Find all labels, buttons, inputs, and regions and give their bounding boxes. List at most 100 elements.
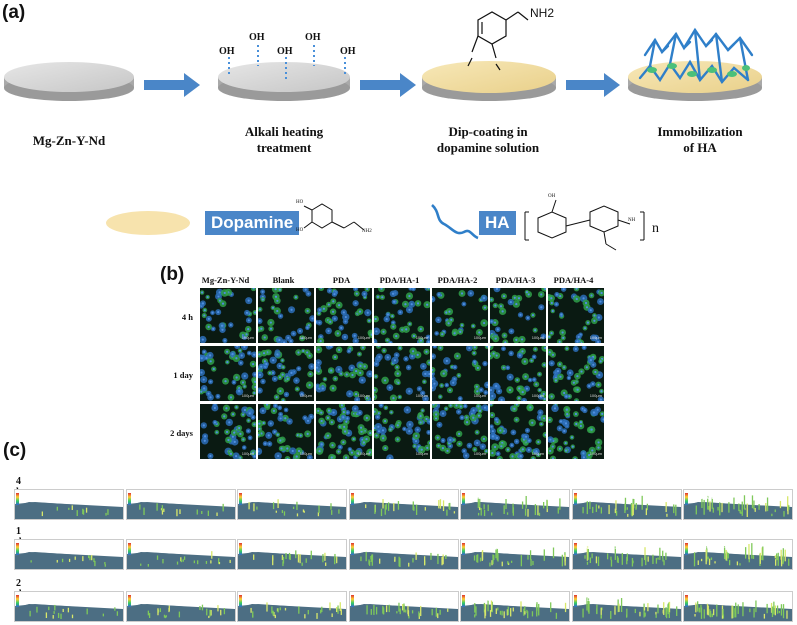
oh-label: OH xyxy=(277,46,293,57)
panel-b-row-header: 2 days xyxy=(170,428,193,438)
color-scale-bar xyxy=(462,595,465,607)
arrow-1 xyxy=(144,73,200,97)
topography-panel: PDA xyxy=(237,539,347,570)
fluorescence-image: 100μm xyxy=(258,404,314,459)
topography-panel: PDA xyxy=(237,591,347,622)
color-scale-bar xyxy=(573,595,577,607)
chem-label: OH xyxy=(548,194,556,199)
scale-bar-label: 100μm xyxy=(531,393,544,398)
fluorescence-image: 100μm xyxy=(316,288,372,343)
topography-panel-label: PDA/HA-2 xyxy=(471,594,506,603)
oh-label: OH xyxy=(219,46,235,57)
ha-legend-structure xyxy=(524,199,645,251)
topography-panel-label: blank xyxy=(136,594,154,603)
scale-bar-label: 100μm xyxy=(241,335,254,340)
panel-b-row-header: 4 h xyxy=(181,312,193,322)
topography-panel-label: PDA/HA-1 xyxy=(359,594,394,603)
color-scale-bar xyxy=(685,595,688,607)
topography-panel-label: PDA/HA-4 xyxy=(694,492,729,501)
scale-bar-label: 100μm xyxy=(299,451,312,456)
topography-panel: PDA/HA-1 xyxy=(348,489,459,520)
panel-b-column-header: PDA/HA-4 xyxy=(553,275,594,285)
oh-label: OH xyxy=(249,32,265,43)
color-scale-bar xyxy=(127,595,131,607)
topography-panel: PDA/HA-4 xyxy=(683,539,793,570)
topography-panel: PDA/HA-2 xyxy=(460,591,570,622)
scale-bar-label: 100μm xyxy=(415,451,428,456)
disk-alkali xyxy=(218,45,350,101)
scale-bar-label: 100μm xyxy=(473,393,486,398)
fluorescence-image: 100μm xyxy=(200,346,256,401)
color-scale-bar xyxy=(16,493,19,505)
color-scale-bar xyxy=(350,595,354,607)
topography-panel-label: blank xyxy=(136,492,154,501)
fluorescence-image: 100μm xyxy=(258,346,314,401)
scale-bar-label: 100μm xyxy=(241,451,254,456)
fluorescence-image: 100μm xyxy=(374,288,430,343)
topography-panel: PDA/HA-2 xyxy=(460,489,570,520)
scale-bar-label: 100μm xyxy=(415,393,428,398)
disk-bare xyxy=(4,62,134,101)
scale-bar-label: 100μm xyxy=(415,335,428,340)
topography-panel: Mg-Zn-Y-Nd xyxy=(14,539,124,570)
dopamine-legend-ellipse xyxy=(106,211,190,235)
color-scale-bar xyxy=(573,543,577,555)
topography-panel: Mg-Zn-Y-Nd xyxy=(14,489,124,520)
dopamine-legend-label: Dopamine xyxy=(205,211,300,235)
topography-panel-label: PDA/HA-3 xyxy=(582,492,617,501)
panel-a-label: (a) xyxy=(2,2,26,23)
topography-panel-label: PDA/HA-2 xyxy=(471,542,506,551)
topography-panel: PDA/HA-4 xyxy=(683,591,793,622)
step-label-substrate: Mg-Zn-Y-Nd xyxy=(32,133,106,148)
topography-panel-label: PDA/HA-4 xyxy=(694,594,729,603)
chem-label: NH xyxy=(628,218,636,223)
ha-legend-chain xyxy=(431,204,479,240)
color-scale-bar xyxy=(239,595,242,607)
panel-b-label: (b) xyxy=(160,264,185,285)
fluorescence-image: 100μm xyxy=(548,404,604,459)
topography-panel: PDA/HA-4 xyxy=(683,489,793,520)
topography-panel: PDA/HA-1 xyxy=(348,539,459,570)
fluorescence-image: 100μm xyxy=(548,346,604,401)
panel-c-label: (c) xyxy=(3,440,27,461)
fluorescence-image: 100μm xyxy=(490,288,546,343)
scale-bar-label: 100μm xyxy=(589,335,602,340)
disk-pda xyxy=(422,61,556,101)
topography-panel-label: PDA/HA-3 xyxy=(582,542,617,551)
scale-bar-label: 100μm xyxy=(299,335,312,340)
arrow-3 xyxy=(566,73,620,97)
panel-b-column-header: PDA/HA-3 xyxy=(495,275,536,285)
topography-panel-label: Mg-Zn-Y-Nd xyxy=(25,594,65,603)
topography-panel: blank xyxy=(125,591,236,622)
color-scale-bar xyxy=(350,543,354,555)
fluorescence-image: 100μm xyxy=(490,346,546,401)
scale-bar-label: 100μm xyxy=(589,451,602,456)
chem-label: NH2 xyxy=(362,229,372,234)
scale-bar-label: 100μm xyxy=(357,393,370,398)
color-scale-bar xyxy=(127,493,131,505)
fluorescence-image: 100μm xyxy=(258,288,314,343)
color-scale-bar xyxy=(350,493,354,505)
topography-panel: PDA/HA-3 xyxy=(571,591,682,622)
oh-label: OH xyxy=(340,46,356,57)
chem-label: HO xyxy=(296,228,304,233)
scale-bar-label: 100μm xyxy=(473,335,486,340)
fluorescence-image: 100μm xyxy=(316,346,372,401)
panel-b-column-header: PDA/HA-2 xyxy=(437,275,478,285)
scale-bar-label: 100μm xyxy=(357,335,370,340)
topography-panel: blank xyxy=(125,539,236,570)
topography-panel-label: blank xyxy=(136,542,154,551)
color-scale-bar xyxy=(239,543,242,555)
panel-b-column-header: PDA xyxy=(332,275,351,285)
topography-panel: blank xyxy=(125,489,236,520)
disk-ha xyxy=(628,27,762,101)
panel-b-column-header: Mg-Zn-Y-Nd xyxy=(201,275,250,285)
topography-panel: PDA/HA-3 xyxy=(571,489,682,520)
fluorescence-image: 100μm xyxy=(490,404,546,459)
fluorescence-image: 100μm xyxy=(200,404,256,459)
panel-b-column-header: Blank xyxy=(272,275,295,285)
color-scale-bar xyxy=(462,493,465,505)
